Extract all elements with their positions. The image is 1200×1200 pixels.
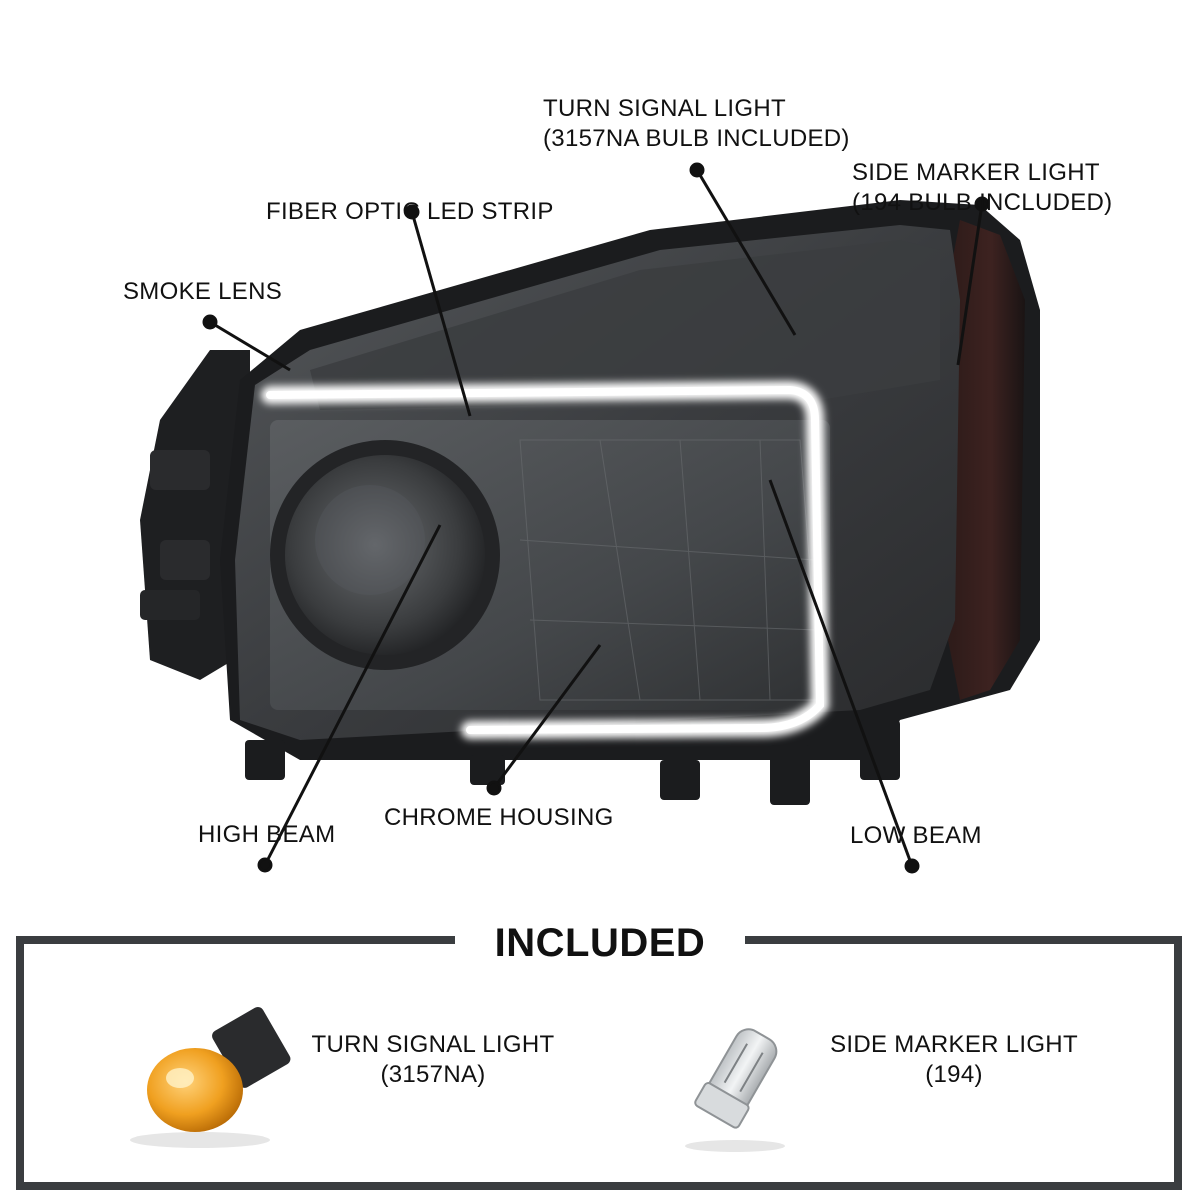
callout-smoke-lens-title: SMOKE LENS [123,278,283,305]
callout-high-beam: HIGH BEAM [198,820,335,850]
included-item-turn-signal: TURN SIGNAL LIGHT (3157NA) [308,1030,558,1090]
callout-side-marker: SIDE MARKER LIGHT (194 BULB INCLUDED) [852,158,1112,218]
callout-high-beam-title: HIGH BEAM [198,821,336,848]
callout-turn-signal-note: (3157NA BULB INCLUDED) [543,125,850,152]
included-title: INCLUDED [458,918,742,968]
callout-turn-signal: TURN SIGNAL LIGHT (3157NA BULB INCLUDED) [543,94,850,154]
low-beam-reflector [519,439,821,701]
turn-signal-chamber [310,240,940,410]
included-frame [16,936,1182,1190]
callout-fiber-optic-title: FIBER OPTIC LED STRIP [266,198,554,225]
mounting-tabs [245,720,900,805]
callout-side-marker-note: (194 BULB INCLUDED) [852,189,1113,216]
callout-low-beam-title: LOW BEAM [850,822,982,849]
callout-smoke-lens: SMOKE LENS [123,277,282,307]
projector-lens [285,455,485,655]
clear-bulb-icon [685,1028,785,1152]
included-item-side-marker: SIDE MARKER LIGHT (194) [826,1030,1082,1090]
callout-fiber-optic: FIBER OPTIC LED STRIP [266,197,554,227]
callout-chrome-housing: CHROME HOUSING [384,803,614,833]
callout-low-beam: LOW BEAM [850,821,982,851]
included-item-side-marker-title: SIDE MARKER LIGHT [830,1031,1078,1058]
included-item-side-marker-bulb: (194) [925,1061,983,1088]
amber-bulb-icon [130,1006,291,1148]
headlight-assembly [140,200,1040,805]
callout-side-marker-title: SIDE MARKER LIGHT [852,159,1100,186]
callout-chrome-housing-title: CHROME HOUSING [384,804,614,831]
callout-leaders [202,162,990,874]
callout-turn-signal-title: TURN SIGNAL LIGHT [543,95,786,122]
included-item-turn-signal-bulb: (3157NA) [380,1061,486,1088]
included-item-turn-signal-title: TURN SIGNAL LIGHT [311,1031,555,1058]
